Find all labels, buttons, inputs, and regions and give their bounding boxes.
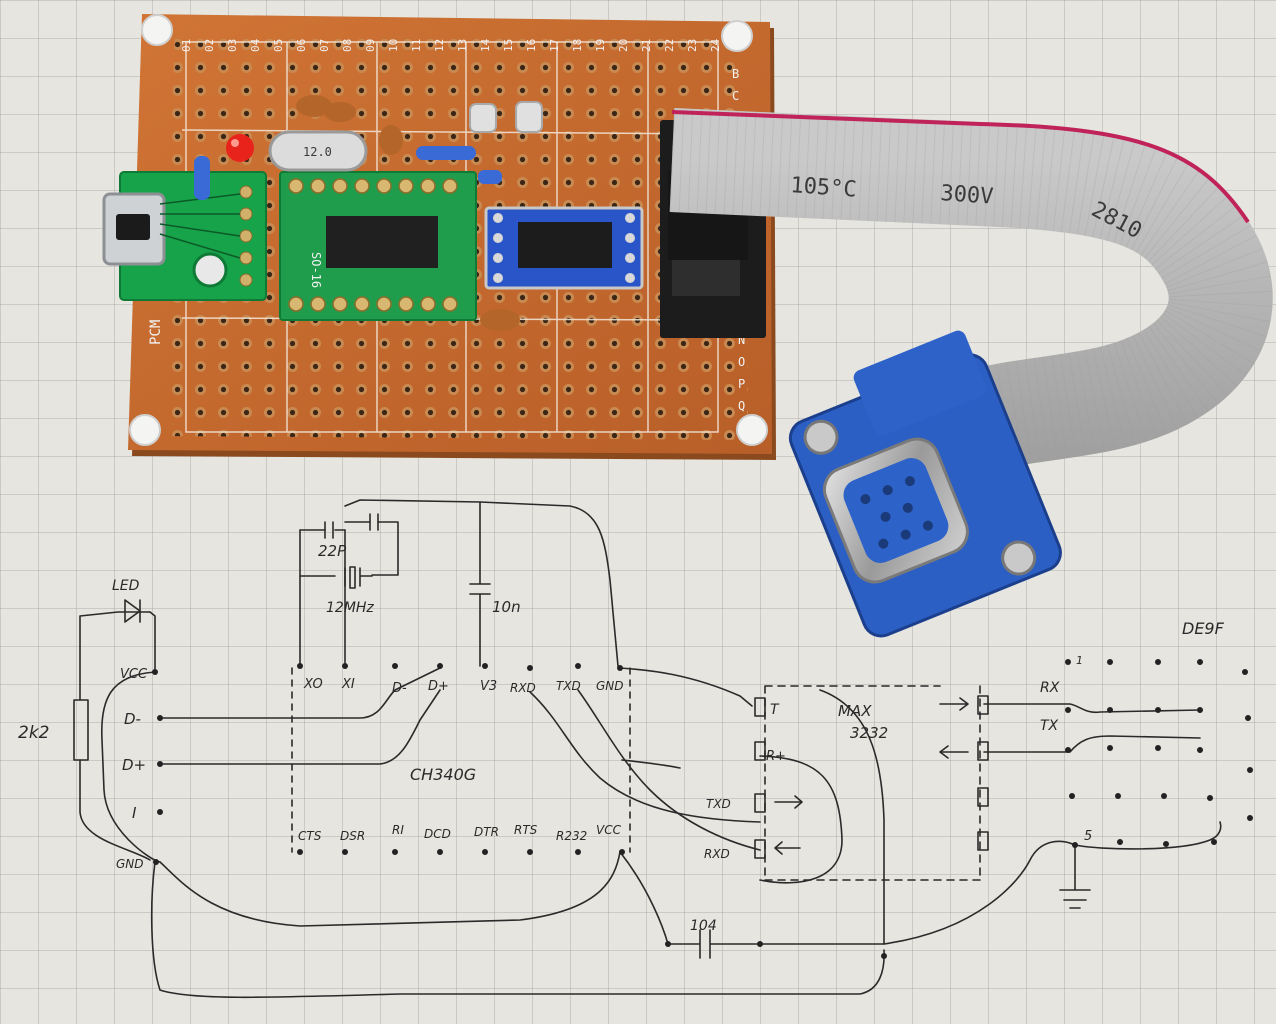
col-13: 13 [456, 39, 469, 52]
chip-pin-r232: R232 [556, 829, 587, 843]
col-16: 16 [525, 39, 538, 52]
chip-pin-dtr: DTR [474, 825, 499, 839]
conn-rx-label: RX [1040, 680, 1060, 696]
conn-tx-label: TX [1040, 718, 1059, 734]
col-23: 23 [686, 39, 699, 52]
chip-pin-xo: XO [303, 677, 323, 692]
cable-text-voltage: 300V [940, 181, 995, 210]
col-03: 03 [226, 39, 239, 52]
row-o: O [738, 355, 745, 369]
cable-text-temp: 105°C [790, 173, 858, 203]
max-pin-rplus: R+ [766, 749, 786, 764]
max3232-chip [518, 222, 612, 268]
chip-pin-rxd: RXD [510, 681, 536, 695]
de9-female-connector [788, 330, 1062, 638]
schematic-dots [152, 659, 1253, 959]
col-21: 21 [640, 39, 653, 52]
usb-pin-i: I [132, 804, 137, 822]
conn-pin-1-label: 1 [1076, 654, 1083, 667]
chip-pin-vcc: VCC [596, 823, 622, 837]
row-b: B [732, 67, 739, 81]
led-label: LED [112, 578, 140, 594]
col-15: 15 [502, 39, 515, 52]
chip-pin-dplus: D+ [428, 679, 449, 694]
row-c: C [732, 89, 739, 103]
cap-10n-label: 10n [492, 598, 521, 616]
ch340g-chip [326, 216, 438, 268]
chip-name-label: CH340G [410, 765, 476, 784]
col-06: 06 [295, 39, 308, 52]
col-24: 24 [709, 38, 722, 52]
resistors [194, 146, 502, 200]
red-led [226, 134, 254, 162]
col-09: 09 [364, 39, 377, 52]
chip-pin-xi: XI [341, 677, 355, 692]
col-07: 07 [318, 39, 331, 52]
chip-pin-rts: RTS [514, 823, 538, 837]
max-pin-txd: TXD [706, 797, 731, 811]
col-08: 08 [341, 39, 354, 52]
max-pin-rxd: RXD [704, 847, 730, 861]
conn-pin5-label: 5 [1084, 829, 1092, 844]
col-11: 11 [410, 39, 423, 52]
chip-pin-dcd: DCD [424, 827, 451, 841]
col-10: 10 [387, 39, 400, 52]
chip-pin-dsr: DSR [340, 829, 365, 843]
chip-pin-v3: V3 [480, 679, 497, 694]
schematic [73, 499, 1222, 999]
pcm-label: PCM [148, 320, 164, 345]
crystal-label: 12MHz [326, 600, 374, 616]
cap-104-label: 104 [690, 918, 717, 934]
usb-pin-dplus: D+ [122, 756, 146, 774]
col-20: 20 [617, 39, 630, 52]
chip-pin-gnd: GND [596, 679, 624, 693]
adapter-label: SO-16 [309, 252, 323, 288]
schematic-labels: 22P 12MHz 10n LED 2k2 VCC D- D+ I GND CH… [18, 542, 1225, 934]
so16-adapter-board: SO-16 [279, 171, 477, 321]
row-p: P [738, 377, 745, 391]
usb-breakout-board [102, 171, 267, 301]
usb-pin-dminus: D- [124, 710, 141, 728]
max-name-line1: MAX [838, 702, 872, 720]
col-18: 18 [571, 39, 584, 52]
col-12: 12 [433, 39, 446, 52]
chip-pin-cts: CTS [298, 829, 322, 843]
column-numbers: 01 02 03 04 05 06 07 08 09 10 11 12 13 1… [180, 38, 722, 52]
crystal-text: 12.0 [303, 145, 332, 159]
chip-pin-txd: TXD [556, 679, 581, 693]
standoffs [129, 14, 768, 446]
col-14: 14 [479, 38, 492, 52]
max-name-line2: 3232 [850, 724, 888, 742]
col-19: 19 [594, 39, 607, 52]
col-04: 04 [249, 38, 262, 52]
ceramic-capacitors [296, 95, 520, 331]
crystal-12mhz: 12.0 [268, 130, 368, 172]
max-pin-t: T [770, 702, 780, 718]
resistor-label: 2k2 [18, 723, 49, 743]
max3232-module [484, 206, 644, 290]
chip-pin-ri: RI [392, 823, 404, 837]
col-02: 02 [203, 39, 216, 52]
col-17: 17 [548, 39, 561, 52]
ribbon-cable: 105°C 300V 2810 [669, 108, 1273, 500]
col-22: 22 [663, 39, 676, 52]
col-05: 05 [272, 39, 285, 52]
chip-pin-dminus: D- [392, 681, 407, 696]
col-01: 01 [180, 39, 193, 52]
usb-pin-gnd: GND [116, 857, 144, 871]
cap-22p-label: 22P [318, 542, 347, 560]
white-standoff-spacers [469, 101, 543, 133]
usb-pin-vcc: VCC [120, 667, 148, 682]
row-q: Q [738, 399, 745, 413]
connector-label: DE9F [1182, 619, 1225, 638]
row-n: N [738, 333, 745, 347]
